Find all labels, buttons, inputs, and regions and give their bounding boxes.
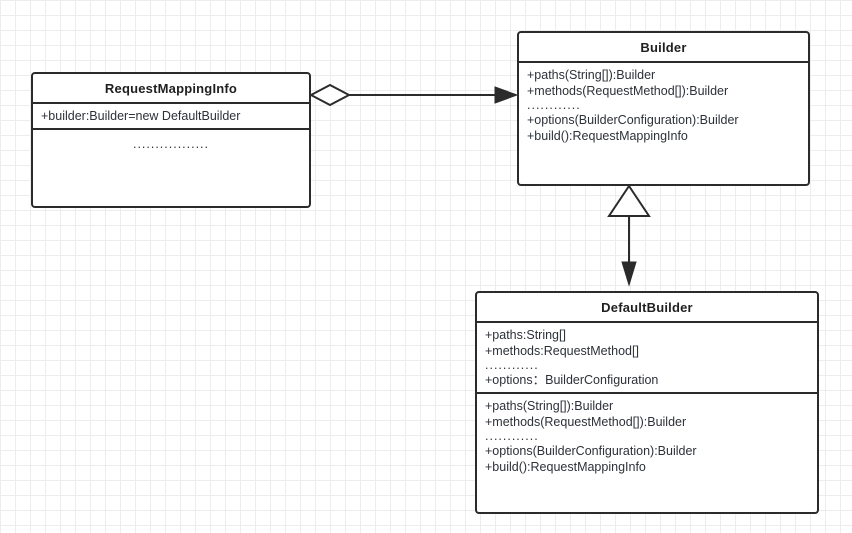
class-attributes-requestmappinginfo: +builder:Builder=new DefaultBuilder bbox=[33, 104, 309, 130]
class-box-defaultbuilder[interactable]: DefaultBuilder +paths:String[] +methods:… bbox=[475, 291, 819, 514]
class-operation-row: +options(BuilderConfiguration):Builder bbox=[485, 444, 697, 458]
class-attribute-row: +paths:String[] bbox=[485, 328, 566, 342]
class-operation-row: +options(BuilderConfiguration):Builder bbox=[527, 113, 739, 127]
class-attribute-row: ............ bbox=[485, 358, 539, 372]
class-attribute-row: +builder:Builder=new DefaultBuilder bbox=[41, 109, 241, 123]
class-operation-row: ............ bbox=[527, 98, 581, 112]
class-attributes-defaultbuilder: +paths:String[] +methods:RequestMethod[]… bbox=[477, 323, 817, 394]
class-operations-builder: +paths(String[]):Builder +methods(Reques… bbox=[519, 63, 808, 184]
hollow-triangle-icon bbox=[607, 184, 651, 217]
generalization-edge[interactable] bbox=[607, 184, 651, 287]
class-operation-row: +paths(String[]):Builder bbox=[485, 399, 614, 413]
class-attribute-row: +options：BuilderConfiguration bbox=[485, 373, 659, 387]
class-attribute-row: +methods:RequestMethod[] bbox=[485, 344, 639, 358]
class-operation-row: +build():RequestMappingInfo bbox=[527, 129, 688, 143]
class-operation-row: +paths(String[]):Builder bbox=[527, 68, 656, 82]
class-operations-defaultbuilder: +paths(String[]):Builder +methods(Reques… bbox=[477, 394, 817, 512]
hollow-diamond-icon bbox=[308, 83, 352, 107]
class-operations-requestmappinginfo: ................. bbox=[33, 130, 309, 206]
class-box-requestmappinginfo[interactable]: RequestMappingInfo +builder:Builder=new … bbox=[31, 72, 311, 208]
class-box-builder[interactable]: Builder +paths(String[]):Builder +method… bbox=[517, 31, 810, 186]
class-title-defaultbuilder: DefaultBuilder bbox=[477, 293, 817, 323]
aggregation-edge[interactable] bbox=[308, 83, 519, 107]
class-title-requestmappinginfo: RequestMappingInfo bbox=[33, 74, 309, 104]
class-operation-row: +methods(RequestMethod[]):Builder bbox=[485, 415, 687, 429]
class-operation-row: ................. bbox=[132, 137, 210, 151]
class-operation-row: +build():RequestMappingInfo bbox=[485, 460, 646, 474]
filled-arrow-icon bbox=[494, 86, 519, 104]
class-title-builder: Builder bbox=[519, 33, 808, 63]
class-operation-row: +methods(RequestMethod[]):Builder bbox=[527, 84, 729, 98]
filled-arrow-down-icon bbox=[621, 261, 637, 287]
class-operation-row: ............ bbox=[485, 429, 539, 443]
